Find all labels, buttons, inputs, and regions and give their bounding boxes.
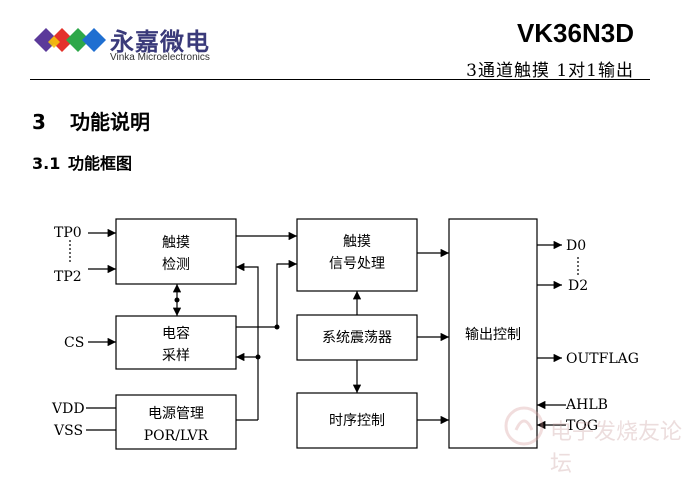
brand-name-cn: 永嘉微电	[110, 28, 210, 56]
subsection-number: 3.1	[32, 154, 61, 173]
subsection-title: 功能框图	[68, 154, 133, 173]
function-block-diagram: 触摸 检测 电容 采样 电源管理 POR/LVR 触摸 信号处理 系统震荡器 时…	[51, 218, 639, 450]
touch-signal-block	[296, 218, 418, 292]
output-ctrl-label: 输出控制	[465, 327, 521, 343]
watermark-text: 电子发烧友论坛	[550, 420, 683, 477]
watermark-logo-icon	[504, 406, 544, 446]
power-to-detect-line	[236, 262, 259, 420]
touch-detect-label-2: 检测	[162, 257, 190, 273]
pin-d2: D2	[568, 278, 588, 294]
model-number: VK36N3D	[516, 18, 634, 48]
pin-tog: TOG	[566, 418, 598, 434]
sample-to-signal-line	[236, 259, 297, 328]
document-subtitle: 3通道触摸 1对1输出	[466, 61, 634, 81]
power-mgmt-label-1: 电源管理	[148, 406, 204, 422]
pin-vss: VSS	[53, 423, 83, 439]
pin-outflag: OUTFLAG	[566, 351, 639, 367]
touch-signal-label-2: 信号处理	[329, 256, 385, 272]
header-rule	[30, 79, 650, 80]
section-heading: 3 功能说明	[32, 106, 150, 135]
touch-signal-label-1: 触摸	[343, 234, 371, 250]
brand-name-en: Vinka Microelectronics	[110, 52, 210, 63]
pin-tp2: TP2	[54, 269, 82, 285]
oscillator-label: 系统震荡器	[322, 330, 392, 346]
section-number: 3	[32, 110, 46, 134]
timing-label: 时序控制	[329, 413, 385, 429]
pin-tp0: TP0	[54, 225, 82, 241]
subsection-heading: 3.1 功能框图	[32, 150, 132, 174]
pin-d0: D0	[566, 238, 586, 254]
junction-dot	[174, 297, 180, 303]
power-mgmt-label-2: POR/LVR	[144, 428, 209, 444]
pin-cs: CS	[64, 335, 84, 351]
touch-detect-label-1: 触摸	[162, 235, 190, 251]
pin-ahlb: AHLB	[565, 397, 608, 413]
forum-watermark: 电子发烧友论坛	[502, 404, 682, 477]
vinka-logo	[32, 18, 232, 64]
output-ctrl-block	[448, 218, 538, 449]
pin-vdd: VDD	[51, 401, 85, 417]
cap-sample-label-2: 采样	[162, 348, 190, 364]
logo-diamonds-icon	[34, 28, 106, 52]
junction-dot	[255, 354, 261, 360]
power-mgmt-block	[115, 394, 237, 450]
junction-dot	[274, 324, 280, 330]
touch-detect-block	[115, 218, 237, 285]
section-title: 功能说明	[70, 110, 150, 134]
cap-sample-label-1: 电容	[162, 325, 190, 342]
